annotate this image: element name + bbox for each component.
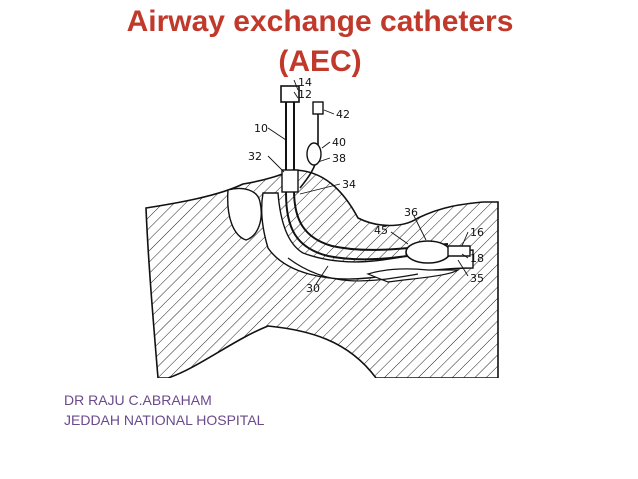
- patent-diagram: 14 12 42 10 40 32 38 34 36 45 16 18 35 3…: [145, 78, 499, 378]
- palate-region: [227, 187, 262, 241]
- label-36: 36: [404, 206, 418, 219]
- label-42: 42: [336, 108, 350, 121]
- catheter-tip: [447, 245, 471, 257]
- label-16: 16: [470, 226, 484, 239]
- label-38: 38: [332, 152, 346, 165]
- slide-title-line1: Airway exchange catheters: [126, 5, 514, 38]
- catheter-cuff: [405, 240, 451, 264]
- connector-side: [312, 101, 324, 115]
- label-14: 14: [298, 78, 312, 89]
- slide-footer: DR RAJU C.ABRAHAM JEDDAH NATIONAL HOSPIT…: [64, 390, 264, 430]
- label-10: 10: [254, 122, 268, 135]
- label-18: 18: [470, 252, 484, 265]
- label-12: 12: [298, 88, 312, 101]
- pilot-balloon: [306, 142, 322, 166]
- label-40: 40: [332, 136, 346, 149]
- bite-block: [281, 169, 299, 193]
- reference-labels: [267, 79, 469, 285]
- slide-title-line2: (AEC): [278, 45, 362, 78]
- label-45: 45: [374, 224, 388, 237]
- connector-top: [280, 85, 300, 103]
- institution-name: JEDDAH NATIONAL HOSPITAL: [64, 412, 265, 428]
- tongue-contour: [287, 257, 419, 282]
- label-32: 32: [248, 150, 262, 163]
- label-34: 34: [342, 178, 356, 191]
- author-name: DR RAJU C.ABRAHAM: [64, 392, 212, 408]
- label-30: 30: [306, 282, 320, 295]
- label-35: 35: [470, 272, 484, 285]
